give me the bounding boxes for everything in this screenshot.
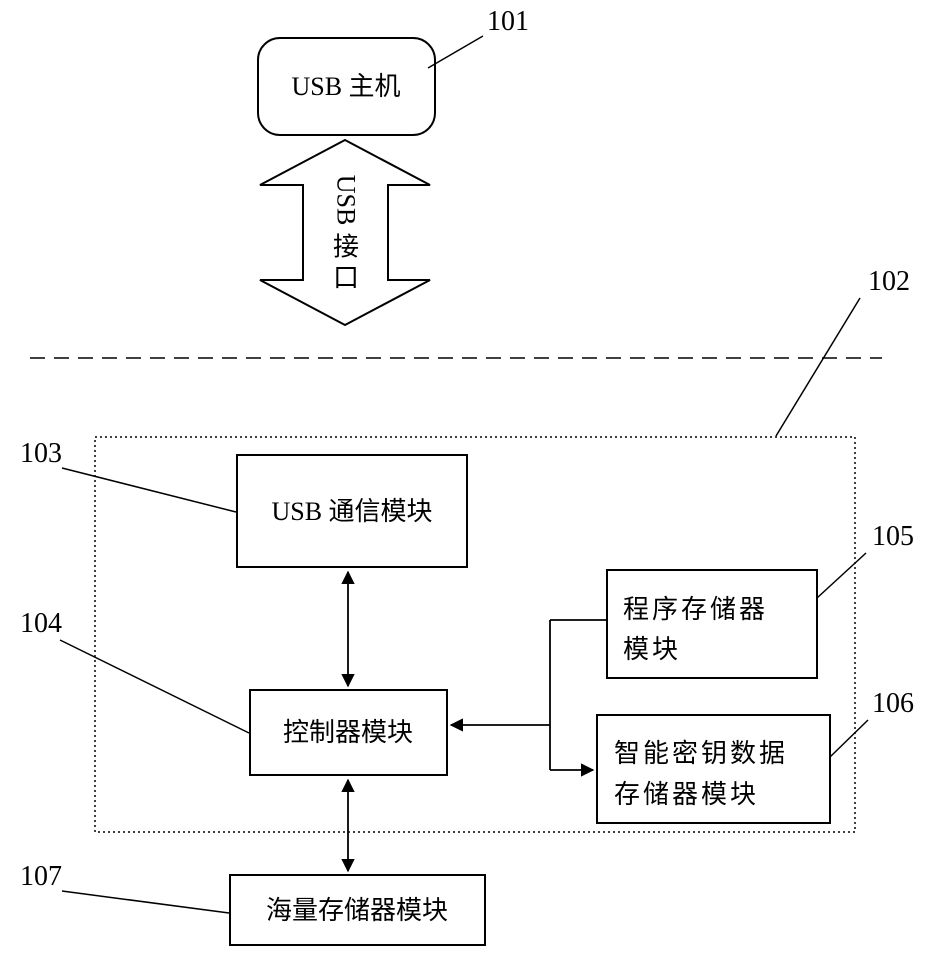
ref-106-label: 106 xyxy=(872,688,914,719)
usb-comm-box xyxy=(236,454,468,568)
usb-interface-text-usb: USB xyxy=(332,175,361,226)
ref-104-label: 104 xyxy=(20,608,62,639)
ref-105-leader-line xyxy=(816,552,867,599)
ref-106-leader-line xyxy=(829,719,869,758)
key-memory-label-line1: 智能密钥数据 xyxy=(614,739,788,768)
ref-104-leader-line xyxy=(59,639,250,734)
usb-host-box xyxy=(257,37,436,136)
mass-storage-label: 海量存储器模块 xyxy=(266,896,448,925)
program-memory-label-line1: 程序存储器 xyxy=(623,595,768,624)
ref-102-label: 102 xyxy=(868,266,910,297)
usb-comm-label: USB 通信模块 xyxy=(271,497,432,526)
ref-107-leader-line xyxy=(61,890,230,914)
usb-interface-text-kou: 口 xyxy=(333,264,359,293)
key-memory-label-line2: 存储器模块 xyxy=(614,780,759,809)
program-memory-label-line2: 模块 xyxy=(623,635,681,664)
ref-103-label: 103 xyxy=(20,438,62,469)
usb-interface-text-jie: 接 xyxy=(333,233,359,262)
ref-101-label: 101 xyxy=(487,6,529,37)
usb-interface-arrow xyxy=(259,138,431,327)
ref-103-leader-line xyxy=(61,467,237,513)
usb-host-label: USB 主机 xyxy=(291,72,400,101)
mass-storage-box xyxy=(229,874,486,946)
ref-101-leader-line xyxy=(427,35,484,69)
ref-107-label: 107 xyxy=(20,861,62,892)
device-boundary-box xyxy=(94,436,856,833)
controller-label: 控制器模块 xyxy=(283,718,413,747)
ref-105-label: 105 xyxy=(872,521,914,552)
ref-102-leader-line xyxy=(775,297,861,437)
program-memory-box xyxy=(606,569,818,679)
key-memory-box xyxy=(596,714,831,824)
controller-box xyxy=(249,689,448,776)
